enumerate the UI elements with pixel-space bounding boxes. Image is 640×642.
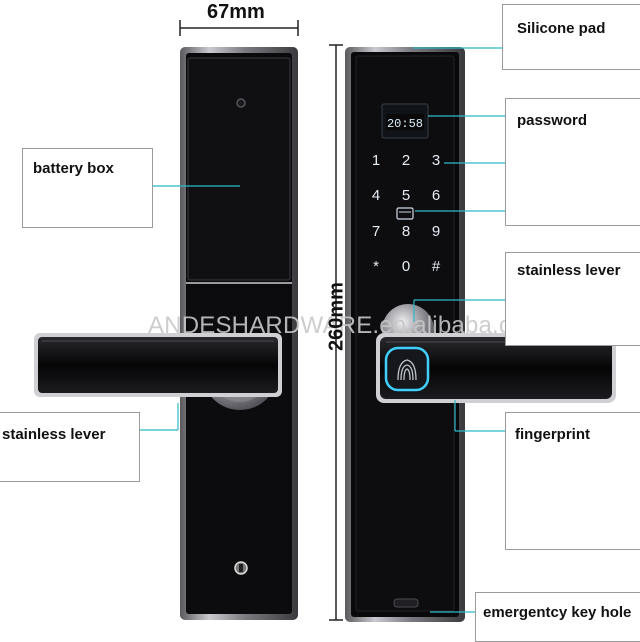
screen-time: 20:58 bbox=[387, 117, 423, 131]
keypad-key[interactable]: 2 bbox=[402, 152, 410, 169]
keypad-key[interactable]: 1 bbox=[372, 152, 380, 169]
width-dimension bbox=[179, 20, 299, 36]
stainless-lever-right-callout bbox=[505, 252, 640, 346]
fingerprint-icon[interactable] bbox=[384, 346, 430, 392]
height-label: 260mm bbox=[325, 282, 348, 351]
keypad-key[interactable]: * bbox=[373, 258, 379, 275]
silicone-pad-callout bbox=[502, 4, 640, 70]
keypad-key[interactable]: 4 bbox=[372, 187, 380, 204]
keypad-key[interactable]: 6 bbox=[432, 187, 440, 204]
fingerprint-label: fingerprint bbox=[515, 426, 590, 443]
keypad-key[interactable]: 0 bbox=[402, 258, 410, 275]
password-label: password bbox=[517, 112, 588, 129]
keypad-key[interactable]: 8 bbox=[402, 223, 410, 240]
keypad-key[interactable]: 3 bbox=[432, 152, 440, 169]
emergency-key-hole-label: emergentcy key hole bbox=[483, 604, 632, 621]
keypad-key[interactable]: 7 bbox=[372, 223, 380, 240]
keypad: 1 2 3 4 5 6 7 8 9 * 0 # bbox=[372, 152, 441, 275]
time-display: 20:58 bbox=[381, 103, 429, 139]
password-callout bbox=[505, 98, 640, 226]
emergency-keyhole-icon bbox=[393, 598, 419, 608]
watermark: ANDESHARDWARE.en.alibaba.com bbox=[148, 312, 545, 339]
stainless-lever-left-callout bbox=[0, 412, 140, 482]
battery-box-label: battery box bbox=[33, 160, 114, 177]
width-label: 67mm bbox=[207, 1, 265, 23]
keypad-key[interactable]: # bbox=[432, 258, 441, 275]
stainless-lever-left-label: stainless lever bbox=[2, 426, 106, 443]
battery-box-callout bbox=[22, 148, 153, 228]
stainless-lever-right-label: stainless lever bbox=[517, 262, 621, 279]
silicone-pad-label: Silicone pad bbox=[517, 20, 606, 37]
fingerprint-callout bbox=[505, 412, 640, 550]
keypad-key[interactable]: 9 bbox=[432, 223, 440, 240]
leader-lines bbox=[140, 47, 505, 613]
height-dimension bbox=[329, 44, 343, 621]
screw-icon bbox=[236, 98, 246, 108]
keypad-key[interactable]: 5 bbox=[402, 187, 410, 204]
rear-lever bbox=[34, 333, 282, 397]
card-icon bbox=[396, 207, 414, 220]
rear-keyhole-icon bbox=[234, 561, 248, 575]
front-lever bbox=[376, 333, 616, 403]
